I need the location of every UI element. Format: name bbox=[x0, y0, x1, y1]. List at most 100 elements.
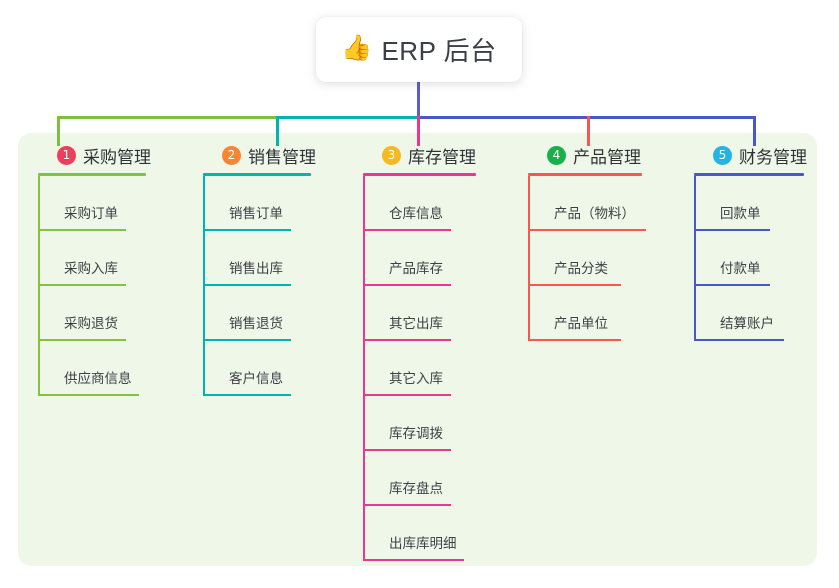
list-item[interactable]: 产品库存 bbox=[363, 231, 523, 286]
list-item-label: 产品分类 bbox=[554, 261, 608, 276]
column-title: 库存管理 bbox=[408, 147, 476, 167]
column-spine bbox=[203, 176, 205, 396]
list-item-rule bbox=[38, 284, 126, 286]
list-item[interactable]: 回款单 bbox=[694, 176, 839, 231]
column-spine bbox=[38, 176, 40, 396]
root-title: ERP 后台 bbox=[381, 36, 497, 66]
list-item[interactable]: 产品分类 bbox=[528, 231, 698, 286]
list-item-label: 采购退货 bbox=[64, 316, 118, 331]
column-number-badge: 4 bbox=[547, 145, 566, 165]
column-items: 仓库信息 产品库存 其它出库 其它入库 库存调拨 库存盘点 bbox=[363, 176, 523, 561]
column-number-badge: 1 bbox=[57, 145, 76, 165]
column-number-badge: 5 bbox=[713, 145, 732, 165]
list-item[interactable]: 结算账户 bbox=[694, 286, 839, 341]
list-item[interactable]: 产品单位 bbox=[528, 286, 698, 341]
list-item[interactable]: 供应商信息 bbox=[38, 341, 188, 396]
list-item-label: 回款单 bbox=[720, 206, 761, 221]
column-finance: 5 财务管理 回款单 付款单 结算账户 bbox=[694, 143, 839, 341]
list-item-label: 结算账户 bbox=[720, 316, 774, 331]
bus-segment-green bbox=[57, 116, 278, 119]
column-header-rule bbox=[528, 173, 642, 176]
list-item-rule bbox=[38, 339, 126, 341]
list-item-label: 采购入库 bbox=[64, 261, 118, 276]
list-item[interactable]: 采购订单 bbox=[38, 176, 188, 231]
list-item-label: 产品库存 bbox=[389, 261, 443, 276]
column-header-rule bbox=[203, 173, 311, 176]
column-inventory: 3 库存管理 仓库信息 产品库存 其它出库 其它入库 库存调拨 bbox=[363, 143, 523, 561]
column-items: 销售订单 销售出库 销售退货 客户信息 bbox=[203, 176, 353, 396]
list-item-label: 其它入库 bbox=[389, 371, 443, 386]
column-header-rule bbox=[694, 173, 804, 176]
list-item-label: 销售退货 bbox=[229, 316, 283, 331]
column-items: 产品（物料） 产品分类 产品单位 bbox=[528, 176, 698, 341]
column-header[interactable]: 1 采购管理 bbox=[38, 143, 188, 167]
list-item-label: 其它出库 bbox=[389, 316, 443, 331]
column-sales: 2 销售管理 销售订单 销售出库 销售退货 客户信息 bbox=[203, 143, 353, 396]
list-item-label: 客户信息 bbox=[229, 371, 283, 386]
list-item-rule bbox=[203, 339, 291, 341]
list-item-rule bbox=[694, 339, 784, 341]
column-number-badge: 2 bbox=[222, 145, 241, 165]
list-item-rule bbox=[203, 284, 291, 286]
column-header[interactable]: 3 库存管理 bbox=[363, 143, 523, 167]
drop-stem-5 bbox=[753, 116, 756, 146]
list-item[interactable]: 销售订单 bbox=[203, 176, 353, 231]
column-header-rule bbox=[363, 173, 476, 176]
column-title: 采购管理 bbox=[83, 147, 151, 167]
list-item-rule bbox=[363, 449, 451, 451]
column-header[interactable]: 5 财务管理 bbox=[694, 143, 839, 167]
list-item-label: 出库库明细 bbox=[389, 536, 457, 551]
column-title: 产品管理 bbox=[573, 147, 641, 167]
column-spine bbox=[528, 176, 530, 341]
list-item[interactable]: 仓库信息 bbox=[363, 176, 523, 231]
drop-stem-2 bbox=[276, 116, 279, 146]
list-item[interactable]: 产品（物料） bbox=[528, 176, 698, 231]
column-purchasing: 1 采购管理 采购订单 采购入库 采购退货 供应商信息 bbox=[38, 143, 188, 396]
list-item-rule bbox=[528, 229, 646, 231]
list-item-rule bbox=[528, 284, 621, 286]
column-items: 回款单 付款单 结算账户 bbox=[694, 176, 839, 341]
drop-stem-1 bbox=[57, 116, 60, 146]
thumbs-up-icon: 👍 bbox=[341, 34, 373, 62]
column-title: 销售管理 bbox=[248, 147, 316, 167]
list-item-label: 产品单位 bbox=[554, 316, 608, 331]
list-item[interactable]: 客户信息 bbox=[203, 341, 353, 396]
list-item-rule bbox=[38, 394, 139, 396]
list-item[interactable]: 采购退货 bbox=[38, 286, 188, 341]
list-item[interactable]: 销售退货 bbox=[203, 286, 353, 341]
column-spine bbox=[363, 176, 365, 561]
root-node[interactable]: 👍 ERP 后台 bbox=[316, 17, 522, 82]
list-item[interactable]: 采购入库 bbox=[38, 231, 188, 286]
list-item-label: 采购订单 bbox=[64, 206, 118, 221]
column-header-rule bbox=[38, 173, 146, 176]
bus-segment-teal bbox=[276, 116, 418, 119]
list-item[interactable]: 销售出库 bbox=[203, 231, 353, 286]
root-stem-connector bbox=[417, 82, 420, 119]
list-item[interactable]: 其它出库 bbox=[363, 286, 523, 341]
list-item[interactable]: 库存盘点 bbox=[363, 451, 523, 506]
list-item[interactable]: 出库库明细 bbox=[363, 506, 523, 561]
bus-segment-blue bbox=[417, 116, 756, 119]
list-item-label: 库存盘点 bbox=[389, 481, 443, 496]
list-item-label: 销售出库 bbox=[229, 261, 283, 276]
column-header[interactable]: 2 销售管理 bbox=[203, 143, 353, 167]
list-item-rule bbox=[38, 229, 126, 231]
list-item-rule bbox=[363, 339, 451, 341]
list-item-label: 付款单 bbox=[720, 261, 761, 276]
list-item-rule bbox=[363, 284, 451, 286]
list-item-rule bbox=[363, 504, 451, 506]
list-item-rule bbox=[203, 394, 291, 396]
list-item[interactable]: 其它入库 bbox=[363, 341, 523, 396]
column-number-badge: 3 bbox=[382, 145, 401, 165]
content-panel bbox=[18, 133, 817, 566]
list-item[interactable]: 付款单 bbox=[694, 231, 839, 286]
column-product: 4 产品管理 产品（物料） 产品分类 产品单位 bbox=[528, 143, 698, 341]
list-item[interactable]: 库存调拨 bbox=[363, 396, 523, 451]
column-title: 财务管理 bbox=[739, 147, 807, 167]
drop-stem-4 bbox=[587, 116, 590, 146]
column-header[interactable]: 4 产品管理 bbox=[528, 143, 698, 167]
drop-stem-3 bbox=[417, 116, 420, 146]
list-item-label: 库存调拨 bbox=[389, 426, 443, 441]
column-spine bbox=[694, 176, 696, 341]
list-item-label: 产品（物料） bbox=[554, 206, 635, 221]
